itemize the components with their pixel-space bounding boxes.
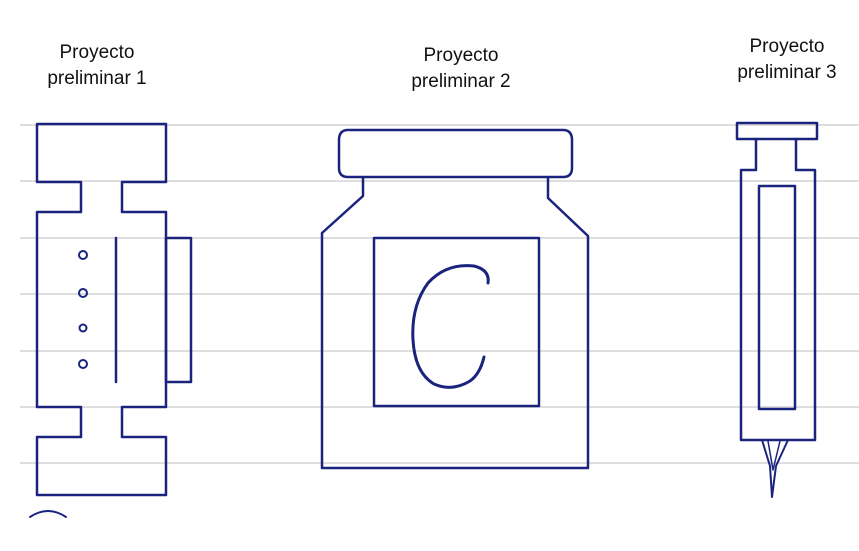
jar-letter-c [411,264,490,389]
caption-sketch-3-line-2: preliminar 3 [737,62,837,83]
jar-lid [337,128,574,179]
caption-sketch-1-line-2: preliminar 1 [47,68,147,89]
patch-dot [78,323,88,333]
syringe-neck [739,137,817,442]
caption-sketch-2: Proyecto preliminar 2 [386,43,536,95]
caption-sketch-2-line-1: Proyecto [423,45,499,66]
sketch-1-patch-icon [29,122,193,518]
patch-outline [35,122,168,497]
jar-body [320,176,590,470]
caption-sketch-2-line-2: preliminar 2 [411,71,511,92]
syringe-needle-inner [767,440,781,471]
sketch-3-syringe-icon [735,121,819,498]
patch-dot [78,288,88,298]
syringe-chamber [757,184,797,411]
patch-dot [78,359,88,369]
jar-label-frame [372,236,541,408]
sketch-2-jar-icon [320,128,590,470]
caption-sketch-1-line-1: Proyecto [59,42,135,63]
caption-sketch-3-line-1: Proyecto [749,36,825,57]
patch-side-tab [164,236,193,384]
ruled-lines [20,124,859,464]
caption-sketch-3: Proyecto preliminar 3 [712,34,859,86]
partial-circle-glyph [29,510,67,518]
caption-sketch-1: Proyecto preliminar 1 [22,40,172,92]
syringe-needle [761,439,789,498]
patch-dot [78,250,88,260]
syringe-plunger-cap [735,121,819,141]
